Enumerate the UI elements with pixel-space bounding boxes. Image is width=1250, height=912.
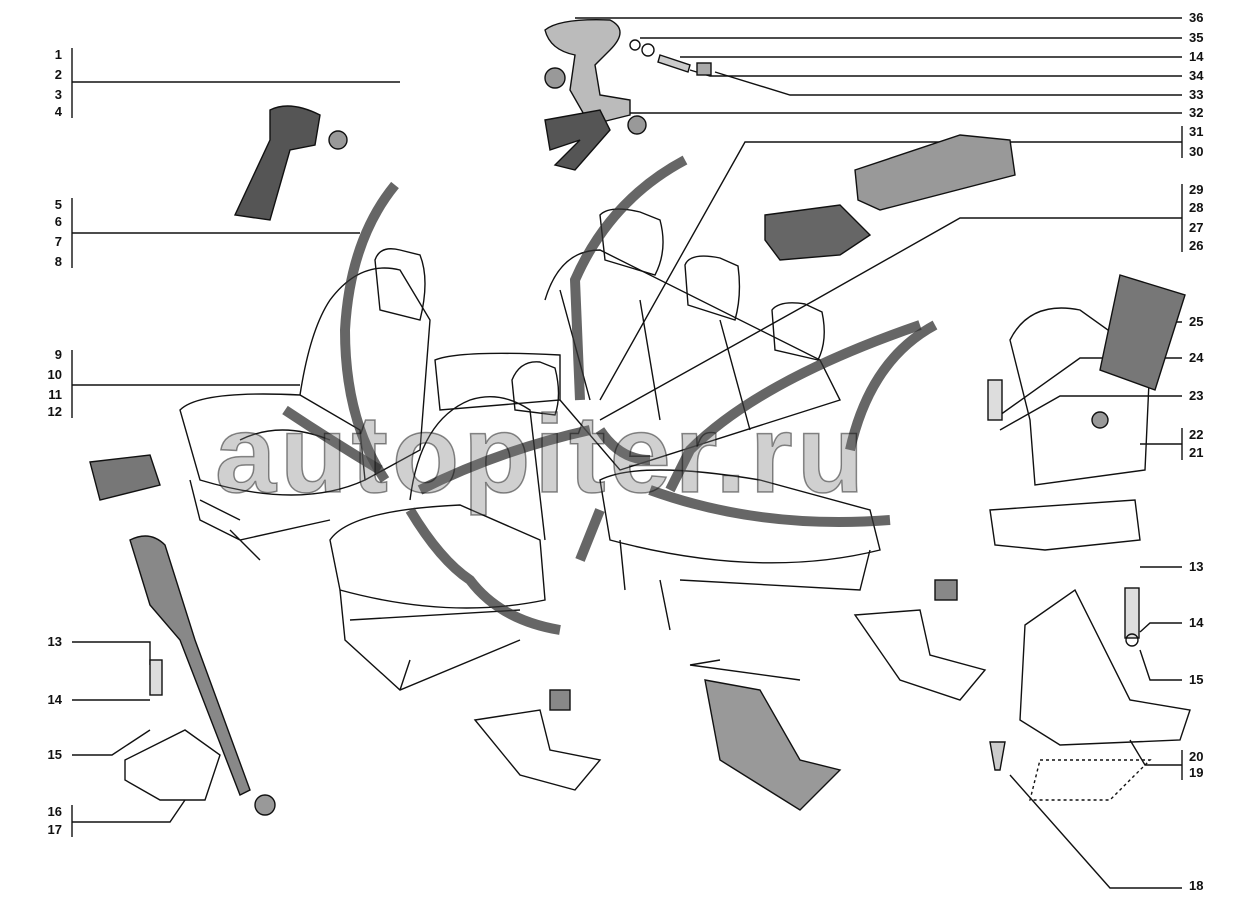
- callout-25: 25: [1189, 314, 1204, 329]
- callout-17: 17: [47, 822, 62, 837]
- callout-14-right: 14: [1189, 615, 1204, 630]
- floor-bracket: [989, 587, 1191, 801]
- callout-10: 10: [47, 367, 62, 382]
- callout-7: 7: [54, 234, 62, 249]
- callout-16: 16: [47, 804, 62, 819]
- callout-21: 21: [1189, 445, 1204, 460]
- callout-14-left: 14: [47, 692, 62, 707]
- callout-26: 26: [1189, 238, 1204, 253]
- seat-belts: [282, 155, 938, 635]
- retractor-assembly: [987, 274, 1186, 551]
- floor-anchors: [473, 579, 987, 811]
- callout-23: 23: [1189, 388, 1204, 403]
- rear-bench-seat: [434, 208, 881, 631]
- callout-5: 5: [54, 197, 62, 212]
- callout-14-top: 14: [1189, 49, 1204, 64]
- callout-30: 30: [1189, 144, 1204, 159]
- callout-18: 18: [1189, 878, 1204, 893]
- callout-4: 4: [54, 104, 62, 119]
- callout-33: 33: [1189, 87, 1204, 102]
- callout-11: 11: [48, 387, 62, 402]
- upper-anchor-parts: [233, 19, 712, 221]
- callout-34: 34: [1189, 68, 1204, 83]
- callout-6: 6: [54, 214, 62, 229]
- callout-24: 24: [1189, 350, 1204, 365]
- right-leaders: [575, 17, 1183, 889]
- callout-3: 3: [54, 87, 62, 102]
- callout-32: 32: [1189, 105, 1204, 120]
- callout-9: 9: [54, 347, 62, 362]
- callout-27: 27: [1189, 220, 1204, 235]
- callout-20: 20: [1189, 749, 1204, 764]
- callout-19: 19: [1189, 765, 1204, 780]
- callout-28: 28: [1189, 200, 1204, 215]
- callout-35: 35: [1189, 30, 1204, 45]
- watermark: autopiter.ru: [214, 393, 869, 516]
- callout-22: 22: [1189, 427, 1204, 442]
- callout-15-left: 15: [47, 747, 62, 762]
- left-leaders: [71, 48, 400, 837]
- callout-31: 31: [1189, 124, 1204, 139]
- callout-36: 36: [1189, 10, 1204, 25]
- callout-13-right: 13: [1189, 559, 1204, 574]
- buckle-detail: [764, 134, 1016, 261]
- callout-8: 8: [54, 254, 62, 269]
- callout-12: 12: [47, 404, 62, 419]
- callout-29: 29: [1189, 182, 1204, 197]
- callout-15-right: 15: [1189, 672, 1204, 687]
- front-right-seat: [329, 361, 560, 691]
- callout-13-left: 13: [47, 634, 62, 649]
- callout-2: 2: [54, 67, 62, 82]
- buckle-stalk: [89, 454, 276, 816]
- callout-1: 1: [54, 47, 62, 62]
